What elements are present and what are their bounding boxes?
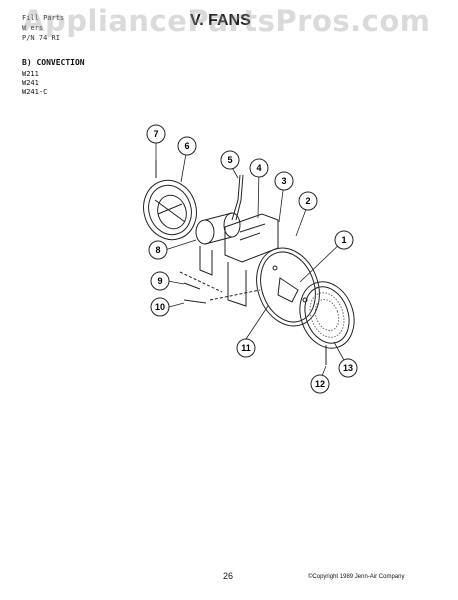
callout-9: 9	[150, 271, 170, 291]
svg-text:3: 3	[281, 176, 286, 186]
model-item: W211	[22, 70, 39, 78]
page-number: 26	[223, 571, 234, 581]
callout-3: 3	[274, 171, 294, 191]
screw-10	[183, 299, 207, 304]
svg-text:6: 6	[184, 141, 189, 151]
header-line-3: P/N 74 RI	[22, 34, 60, 42]
svg-text:1: 1	[341, 235, 346, 245]
svg-text:10: 10	[155, 302, 165, 312]
svg-text:13: 13	[343, 363, 353, 373]
callout-4: 4	[249, 158, 269, 178]
svg-text:5: 5	[227, 155, 232, 165]
callout-1: 1	[334, 230, 354, 250]
fan-guard-front	[299, 281, 355, 349]
fan-shroud-left	[143, 179, 197, 241]
wire-harness	[231, 174, 241, 221]
model-item: W241	[22, 79, 39, 87]
callout-2: 2	[298, 191, 318, 211]
callout-13: 13	[338, 358, 358, 378]
watermark: AppliancePartsPros.com	[22, 4, 431, 38]
callout-5: 5	[220, 150, 240, 170]
callout-6: 6	[177, 136, 197, 156]
callout-8: 8	[148, 240, 168, 260]
callout-10: 10	[150, 297, 170, 317]
svg-text:2: 2	[305, 196, 310, 206]
fan-motor	[195, 212, 241, 276]
header-line-2: W ers	[22, 24, 44, 32]
callout-11: 11	[236, 338, 256, 358]
model-item: W241-C	[22, 88, 48, 96]
callout-12: 12	[310, 374, 330, 394]
section-title: B) CONVECTION	[22, 58, 85, 67]
model-list: W211 W241 W241-C	[22, 70, 47, 97]
svg-text:12: 12	[315, 379, 325, 389]
svg-text:9: 9	[157, 276, 162, 286]
svg-text:4: 4	[256, 163, 261, 173]
svg-text:7: 7	[153, 129, 158, 139]
copyright-notice: ©Copyright 1989 Jenn-Air Company	[308, 574, 405, 580]
screw-9	[183, 282, 201, 290]
svg-text:11: 11	[241, 343, 251, 353]
svg-text:8: 8	[155, 245, 160, 255]
fan-back-plate	[256, 247, 320, 327]
section-heading: V. FANS	[190, 12, 251, 29]
header-line-1: Fill Parts	[22, 14, 65, 22]
callout-7: 7	[146, 124, 166, 144]
